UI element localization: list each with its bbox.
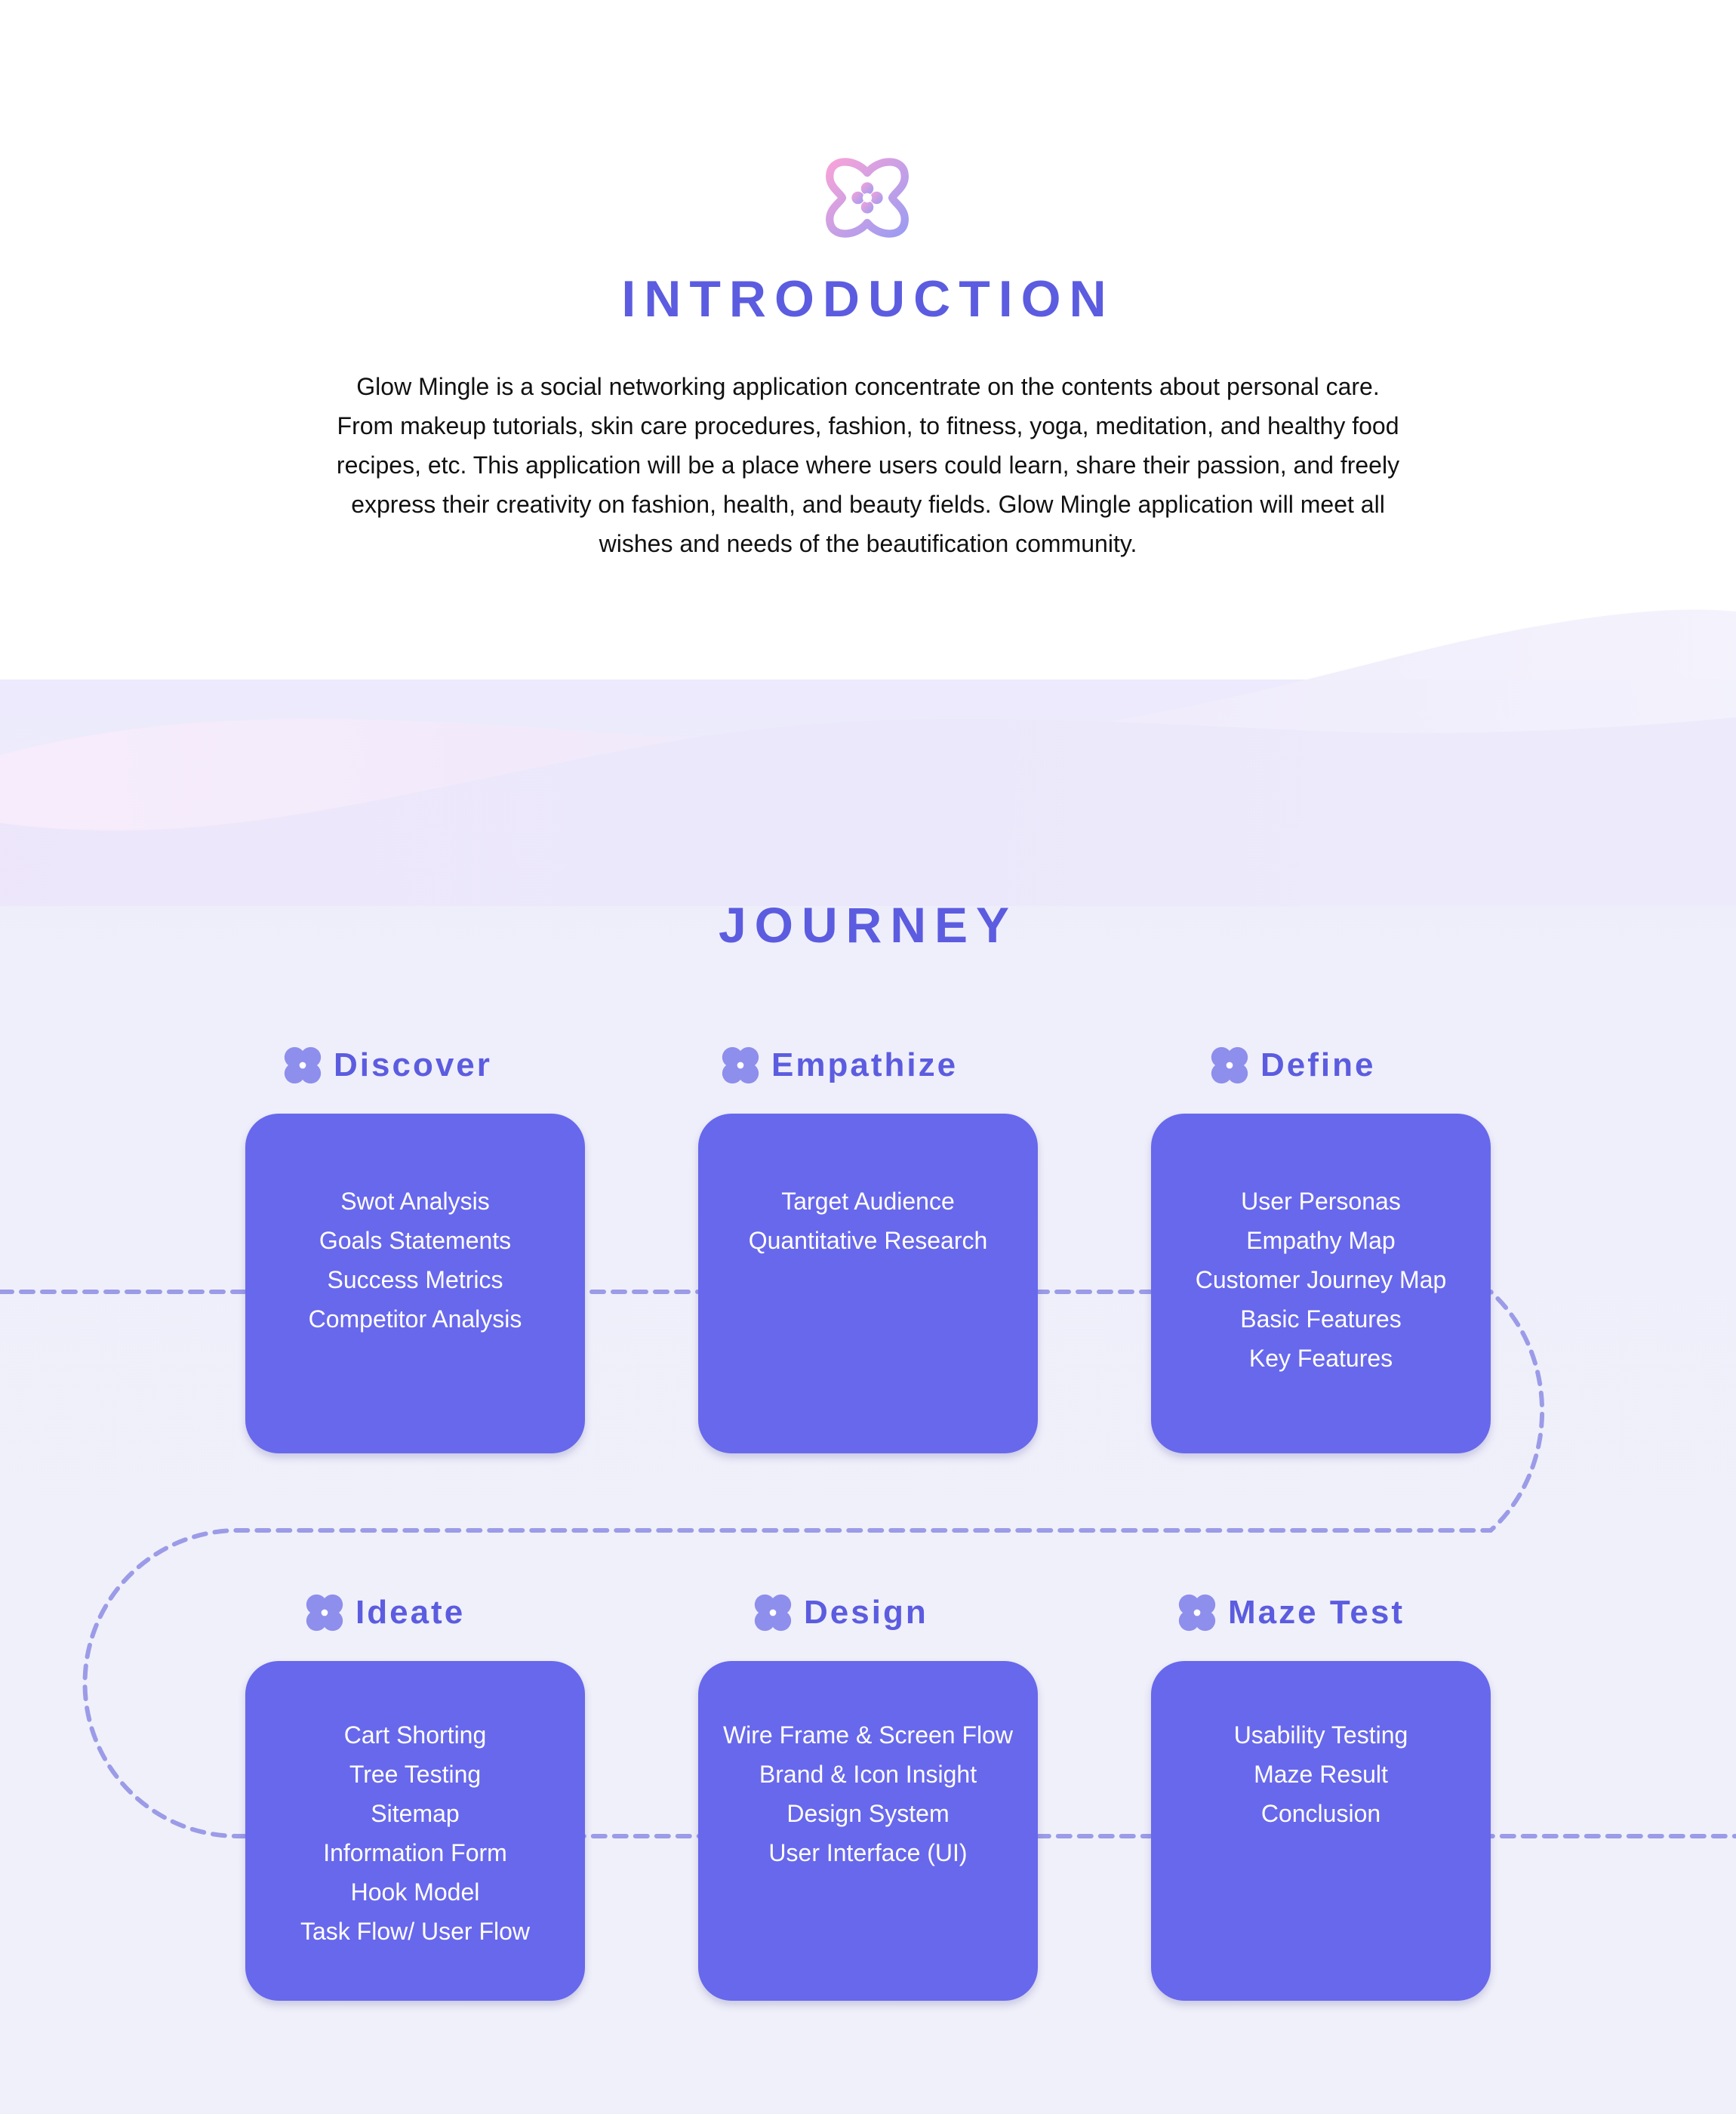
stage-card-design[interactable]: Wire Frame & Screen Flow Brand & Icon In…	[698, 1661, 1038, 2001]
list-item: Design System	[786, 1800, 950, 1827]
list-item: User Interface (UI)	[768, 1839, 968, 1866]
stage-title: Define	[1260, 1046, 1376, 1083]
list-item: Success Metrics	[327, 1266, 503, 1293]
stage-title: Maze Test	[1228, 1594, 1405, 1631]
list-item: Tree Testing	[349, 1761, 482, 1788]
stage-heading-design: Design	[751, 1589, 928, 1637]
list-item: Brand & Icon Insight	[759, 1761, 977, 1788]
stage-title: Discover	[334, 1046, 492, 1083]
flower-icon	[722, 1046, 759, 1084]
stage-heading-empathize: Empathize	[719, 1041, 958, 1089]
flower-icon	[1211, 1046, 1248, 1084]
stage-title: Design	[804, 1594, 928, 1631]
flower-icon	[1178, 1594, 1216, 1632]
stage-card-discover[interactable]: Swot Analysis Goals Statements Success M…	[245, 1114, 585, 1453]
stage-item-list: Target Audience Quantitative Research	[698, 1182, 1038, 1260]
stage-heading-define: Define	[1208, 1041, 1375, 1089]
list-item: Key Features	[1248, 1345, 1393, 1372]
list-item: Basic Features	[1240, 1305, 1402, 1333]
list-item: Information Form	[323, 1839, 507, 1866]
list-item: Task Flow/ User Flow	[300, 1918, 531, 1945]
list-item: Swot Analysis	[340, 1188, 490, 1215]
list-item: Conclusion	[1260, 1800, 1381, 1827]
stage-item-list: Wire Frame & Screen Flow Brand & Icon In…	[698, 1715, 1038, 1872]
list-item: Usability Testing	[1233, 1721, 1408, 1749]
journey-title: JOURNEY	[718, 897, 1018, 953]
wave-decoration	[0, 609, 1736, 906]
flower-icon	[306, 1594, 343, 1632]
stage-card-maze-test[interactable]: Usability Testing Maze Result Conclusion	[1151, 1661, 1491, 2001]
stage-item-list: User Personas Empathy Map Customer Journ…	[1151, 1182, 1491, 1378]
list-item: Customer Journey Map	[1195, 1266, 1447, 1293]
stage-item-list: Swot Analysis Goals Statements Success M…	[245, 1182, 585, 1339]
list-item: Goals Statements	[319, 1227, 512, 1254]
stage-card-empathize[interactable]: Target Audience Quantitative Research	[698, 1114, 1038, 1453]
stage-heading-maze-test: Maze Test	[1175, 1589, 1405, 1637]
list-item: Quantitative Research	[748, 1227, 988, 1254]
list-item: Competitor Analysis	[308, 1305, 522, 1333]
stage-title: Ideate	[356, 1594, 466, 1631]
stage-item-list: Cart Shorting Tree Testing Sitemap Infor…	[245, 1715, 585, 1951]
list-item: Maze Result	[1254, 1761, 1388, 1788]
glow-mingle-logo-icon	[826, 158, 909, 238]
flower-icon	[754, 1594, 792, 1632]
list-item: Hook Model	[350, 1878, 480, 1906]
stage-heading-ideate: Ideate	[303, 1589, 465, 1637]
stage-card-define[interactable]: User Personas Empathy Map Customer Journ…	[1151, 1114, 1491, 1453]
introduction-paragraph: Glow Mingle is a social networking appli…	[336, 373, 1400, 557]
stage-card-ideate[interactable]: Cart Shorting Tree Testing Sitemap Infor…	[245, 1661, 585, 2001]
list-item: Empathy Map	[1246, 1227, 1396, 1254]
introduction-title: INTRODUCTION	[621, 270, 1115, 328]
stage-title: Empathize	[771, 1046, 959, 1083]
list-item: Target Audience	[781, 1188, 955, 1215]
list-item: Sitemap	[371, 1800, 460, 1827]
stage-heading-discover: Discover	[281, 1041, 492, 1089]
list-item: User Personas	[1241, 1188, 1401, 1215]
list-item: Cart Shorting	[343, 1721, 487, 1749]
flower-icon	[284, 1046, 322, 1084]
list-item: Wire Frame & Screen Flow	[722, 1721, 1014, 1749]
stage-item-list: Usability Testing Maze Result Conclusion	[1151, 1715, 1491, 1833]
